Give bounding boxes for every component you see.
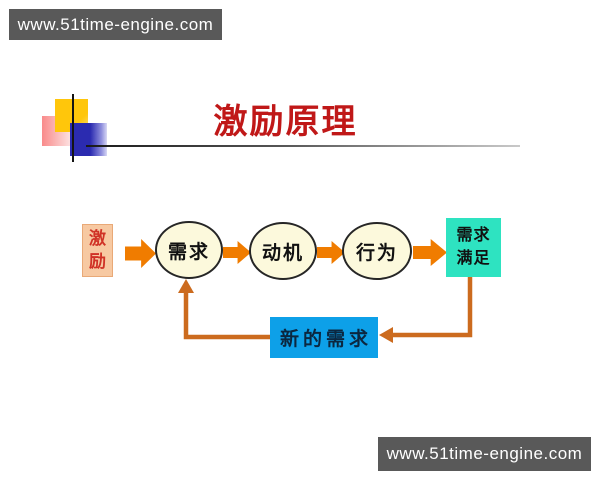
incentive-label-line2: 励: [89, 251, 106, 271]
satisfaction-label-line1: 需求: [456, 227, 491, 245]
feedback-arrowhead-up-icon: [178, 279, 194, 293]
website-url: www.51time-engine.com: [17, 14, 214, 34]
satisfaction-label-line2: 满足: [456, 249, 491, 267]
decor-square-blue: [70, 123, 107, 156]
website-banner-top: www.51time-engine.com: [9, 9, 222, 40]
flow-arrow-4-icon: [413, 239, 447, 266]
website-url: www.51time-engine.com: [386, 444, 583, 463]
feedback-arrow-right-path: [392, 277, 473, 338]
flow-arrow-2-icon: [223, 241, 251, 264]
flow-arrow-1-icon: [125, 239, 156, 268]
node-need: 需求: [155, 221, 223, 279]
flow-arrow-3-icon: [317, 241, 345, 264]
decor-horizontal-rule: [86, 145, 520, 147]
node-behavior: 行为: [342, 222, 412, 280]
website-banner-bottom: www.51time-engine.com: [378, 437, 591, 471]
feedback-arrowhead-left-icon: [379, 327, 393, 343]
new-need-label: 新的需求: [279, 329, 372, 350]
node-motive: 动机: [249, 222, 317, 280]
incentive-label-line1: 激: [89, 228, 106, 248]
incentive-box: 激 励: [82, 224, 113, 277]
page-title: 激励原理: [213, 104, 358, 141]
node-need-label: 需求: [167, 241, 210, 263]
satisfaction-box: 需求 满足: [446, 218, 501, 277]
node-behavior-label: 行为: [355, 242, 398, 264]
decor-vertical-line: [72, 94, 74, 162]
new-need-box: 新的需求: [270, 317, 378, 358]
feedback-arrow-left-path: [183, 290, 270, 340]
node-motive-label: 动机: [261, 242, 304, 264]
